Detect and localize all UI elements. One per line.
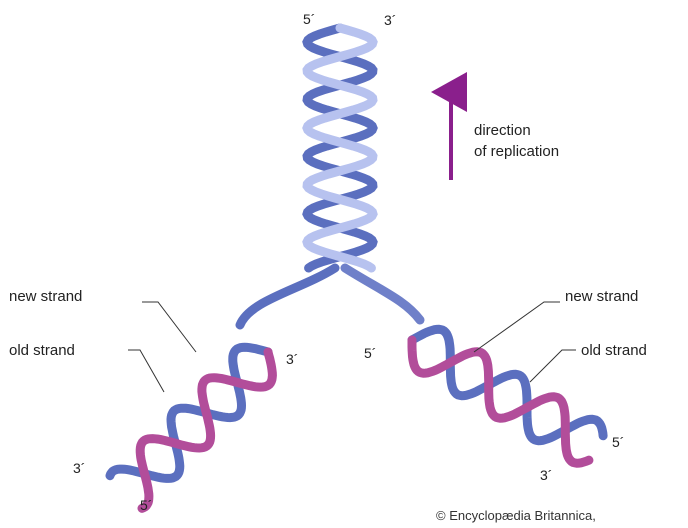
left-new-strand	[140, 352, 272, 508]
right-daughter-helix	[412, 329, 603, 463]
right-new-strand	[412, 340, 589, 463]
label-right-new-strand: new strand	[565, 288, 638, 305]
end-left-fork-bottom: 5´	[140, 497, 152, 513]
end-right-fork-inner: 5´	[364, 345, 376, 361]
end-right-fork-bottom: 3´	[540, 467, 552, 483]
right-junction-ribbon	[345, 268, 420, 320]
leader-right-old	[530, 350, 576, 382]
leader-right-new	[474, 302, 560, 352]
end-left-fork-inner: 3´	[286, 351, 298, 367]
fork-junction	[240, 268, 420, 325]
end-top-left: 5´	[303, 11, 315, 27]
end-top-right: 3´	[384, 12, 396, 28]
arrow-label-line2: of replication	[474, 143, 559, 160]
label-right-old-strand: old strand	[581, 342, 647, 359]
arrow-label-line1: direction	[474, 122, 531, 139]
leader-left-old	[128, 350, 164, 392]
left-old-strand	[110, 347, 268, 478]
leader-left-new	[142, 302, 196, 352]
left-junction-ribbon	[240, 268, 335, 325]
label-left-old-strand: old strand	[9, 342, 75, 359]
parent-helix	[307, 28, 373, 268]
end-left-fork-bottom-left: 3´	[73, 460, 85, 476]
left-daughter-helix	[110, 347, 272, 508]
label-left-new-strand: new strand	[9, 288, 82, 305]
right-old-strand	[412, 329, 603, 440]
end-right-fork-bottom-right: 5´	[612, 434, 624, 450]
credit-line: © Encyclopædia Britannica,	[436, 508, 596, 523]
